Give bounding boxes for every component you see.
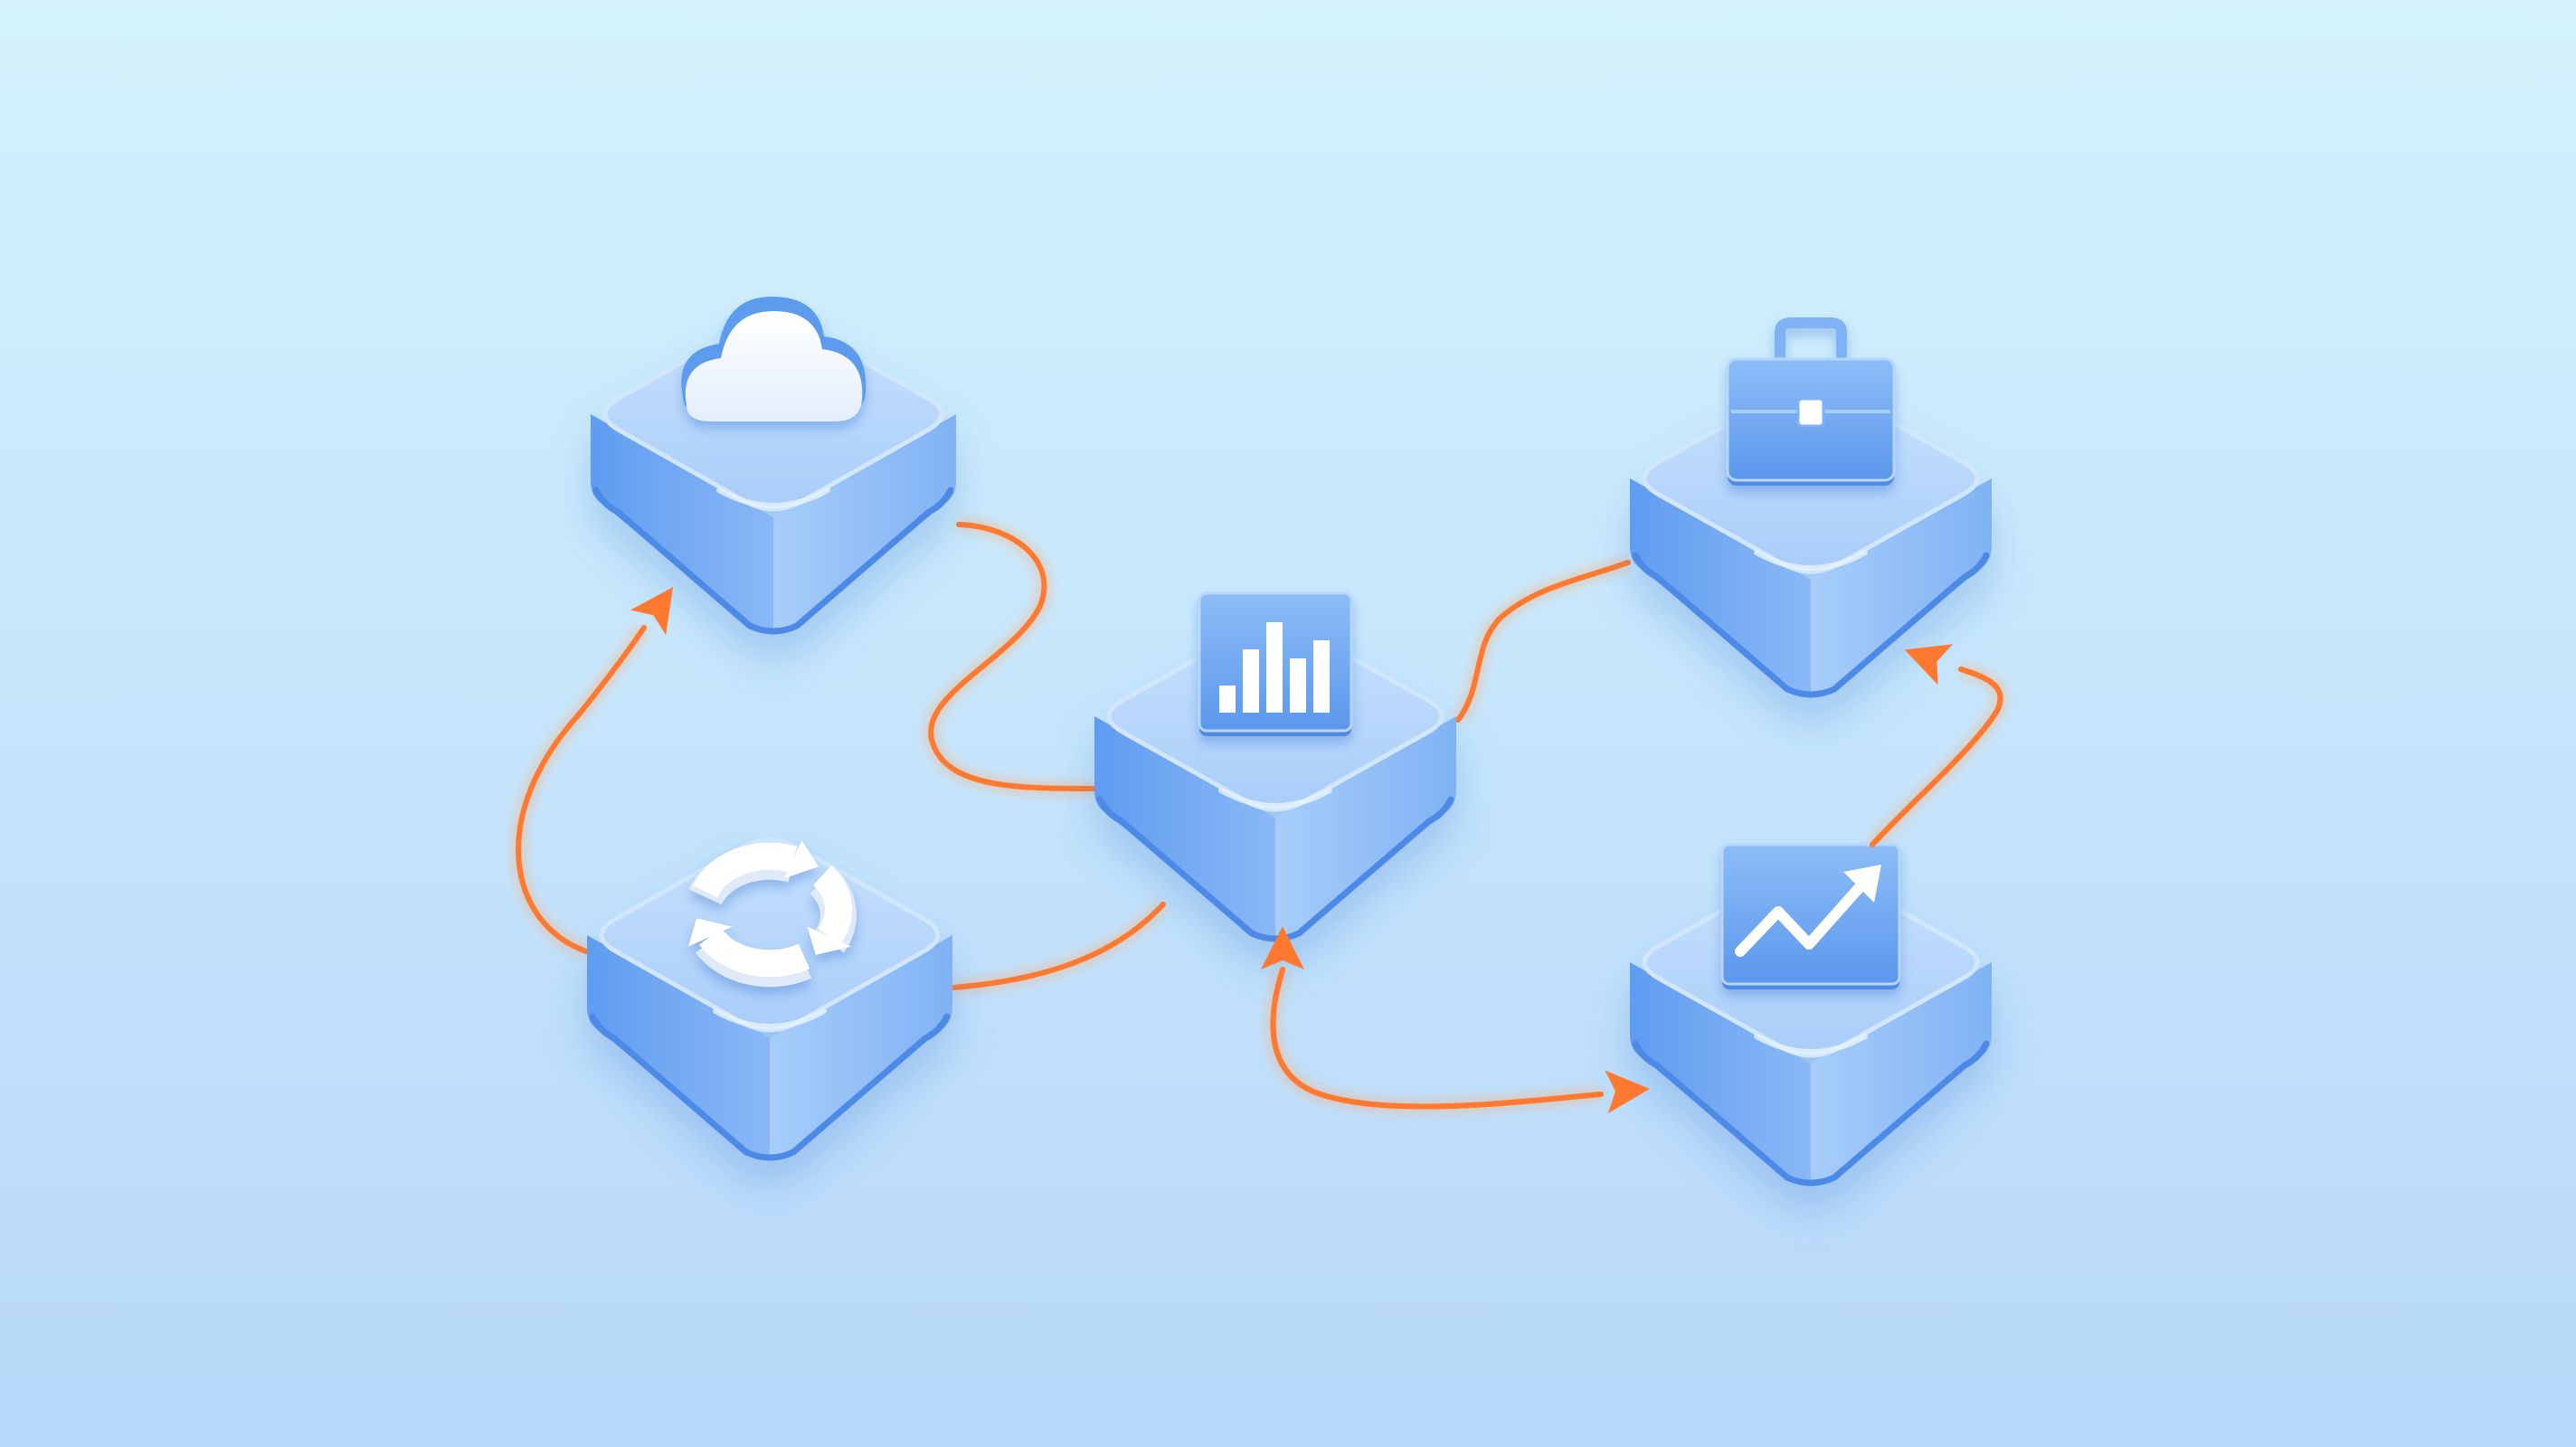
connector-growth-business [1867, 663, 2007, 849]
block-bottom-edge [592, 487, 954, 635]
connector-cloud-analytics [924, 518, 1099, 795]
block-right-face [773, 414, 956, 629]
block-bottom-edge [589, 1013, 951, 1161]
connector-arrowhead [1904, 644, 1954, 686]
cloud-icon-front [685, 311, 863, 421]
chart-bar [1313, 640, 1330, 713]
block-left-face [591, 414, 773, 629]
briefcase-handle [1775, 317, 1847, 359]
connector-front-growth-business [1870, 667, 2003, 847]
block-right-face [1811, 962, 1992, 1181]
block-left-face [1094, 716, 1275, 937]
arrowhead-shape [1904, 644, 1954, 686]
connector-line [1270, 967, 1604, 1110]
chart-bar [1243, 649, 1259, 713]
refresh-arrow-tip [807, 926, 852, 955]
refresh-arc [699, 928, 810, 978]
trend-line [1735, 874, 1872, 957]
block-bottom-edge [1632, 1040, 1990, 1187]
block-right-face [1811, 478, 1992, 693]
connector-analytics-growth [1266, 967, 1604, 1113]
trend-up-chart-icon [1720, 843, 1901, 989]
bar-chart-icon [1198, 591, 1353, 736]
connector-glow [952, 900, 1169, 994]
refresh-arc [692, 842, 798, 898]
connector-arrowhead [1605, 1070, 1650, 1114]
connector-line [928, 522, 1099, 791]
trend-tile [1720, 843, 1901, 986]
chart-bar [1219, 686, 1236, 713]
connector-front-layer [630, 587, 2003, 1114]
connector-arrowhead [1261, 926, 1304, 969]
arrowhead-shape [1605, 1070, 1650, 1114]
block-bottom-edge [1096, 796, 1454, 942]
connector-arrowhead [630, 587, 674, 636]
cloud-icon [681, 297, 867, 421]
refresh-arc [812, 865, 852, 945]
briefcase-icon [1726, 317, 1896, 486]
block-left-face [1630, 962, 1811, 1181]
connector-glow [512, 624, 649, 958]
chart-bar [1266, 622, 1283, 713]
refresh-cycle-icon [687, 840, 857, 988]
connector-line-front [1270, 967, 1604, 1110]
chart-bar [1290, 658, 1306, 713]
connector-refresh-cloud [512, 624, 649, 958]
block-highlight [1754, 1034, 1868, 1055]
connector-glow [1867, 663, 2007, 849]
block-layer [587, 297, 1992, 1187]
block-highlight [1218, 788, 1332, 809]
connector-line [516, 625, 647, 954]
block-refresh[interactable] [587, 837, 952, 1161]
trend-arrow-head [1843, 865, 1881, 903]
block-left-face [587, 935, 770, 1156]
connector-line [1455, 560, 1631, 723]
connector-glow [924, 518, 1097, 795]
block-right-face [770, 935, 952, 1156]
refresh-arrow-tip [687, 918, 733, 947]
arrowhead-shape [1261, 926, 1304, 969]
connector-front-analytics-growth [1270, 967, 1604, 1110]
block-right-face [1275, 716, 1456, 937]
connector-analytics-business [1453, 556, 1631, 724]
block-highlight [716, 487, 830, 508]
block-left-face [1630, 478, 1811, 693]
connector-line-front [1870, 667, 2003, 847]
connector-glow [1266, 967, 1602, 1113]
refresh-arrow-tip [784, 840, 819, 878]
connector-refresh-analytics [951, 900, 1169, 994]
block-bottom-edge [1632, 552, 1990, 698]
connector-line [951, 902, 1166, 990]
block-highlight [1754, 550, 1868, 571]
briefcase-clasp [1796, 397, 1825, 428]
arrowhead-shape [630, 587, 674, 636]
block-highlight [713, 1008, 827, 1029]
